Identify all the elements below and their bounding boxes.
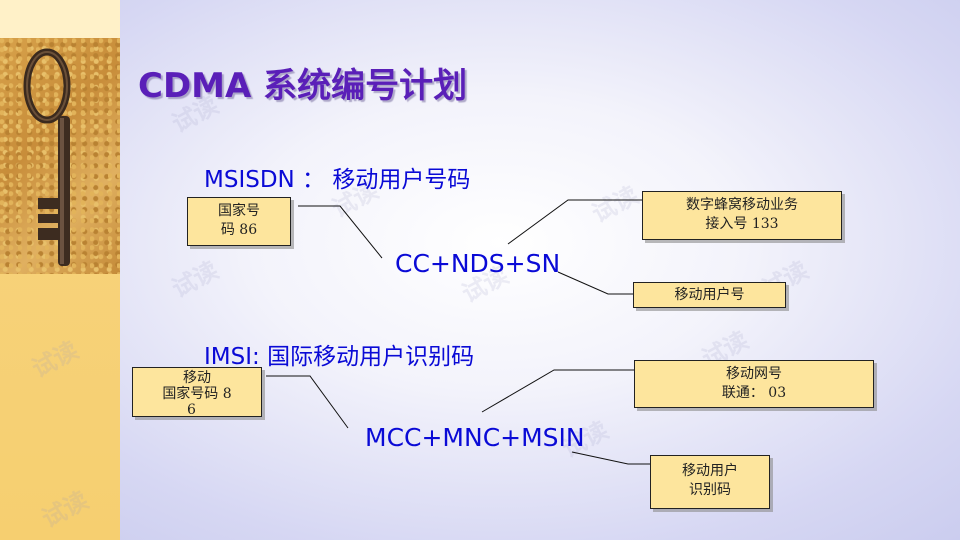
box-subscriber-identity: 移动用户 识别码: [650, 455, 770, 509]
box-network-access-line1: 数字蜂窝移动业务: [686, 197, 798, 213]
key-icon: [23, 48, 71, 266]
box-mnc-line2: 联通： 03: [721, 385, 787, 401]
box-country-code-line2: 码 86: [220, 222, 258, 238]
imsi-heading: IMSI: 国际移动用户识别码: [204, 344, 475, 370]
connector-cc: [298, 205, 383, 259]
connector-sn: [557, 271, 633, 295]
key-photo: [0, 38, 120, 274]
connector-mnc: [481, 369, 634, 413]
box-msin-line1: 移动用户: [682, 463, 738, 479]
left-decor-top: [0, 0, 120, 38]
connector-mcc: [266, 375, 349, 429]
imsi-formula: MCC+MNC+MSIN: [365, 423, 585, 452]
box-subscriber-number-line1: 移动用户号: [674, 287, 745, 303]
box-country-code-line1: 国家号: [218, 203, 260, 219]
box-network-access: 数字蜂窝移动业务 接入号 133: [642, 191, 842, 240]
connector-msin: [571, 451, 650, 465]
box-subscriber-number: 移动用户号: [633, 282, 786, 308]
slide-title: CDMA 系统编号计划: [138, 66, 468, 106]
box-network-access-line2: 接入号 133: [705, 216, 779, 232]
box-country-code: 国家号 码 86: [187, 197, 291, 246]
box-mobile-network-code: 移动网号 联通： 03: [634, 360, 874, 408]
connector-nds: [507, 199, 642, 245]
box-mcc-line1: 移动: [183, 370, 211, 386]
box-mnc-line1: 移动网号: [726, 366, 782, 382]
msisdn-heading: MSISDN ： 移动用户号码: [204, 167, 471, 193]
box-msin-line2: 识别码: [689, 482, 731, 498]
msisdn-formula: CC+NDS+SN: [395, 249, 561, 278]
box-mcc-line3: 6: [187, 402, 196, 418]
box-mcc-line2: 国家号码 8: [162, 386, 232, 402]
box-mobile-country-code: 移动 国家号码 8 6: [132, 367, 262, 418]
